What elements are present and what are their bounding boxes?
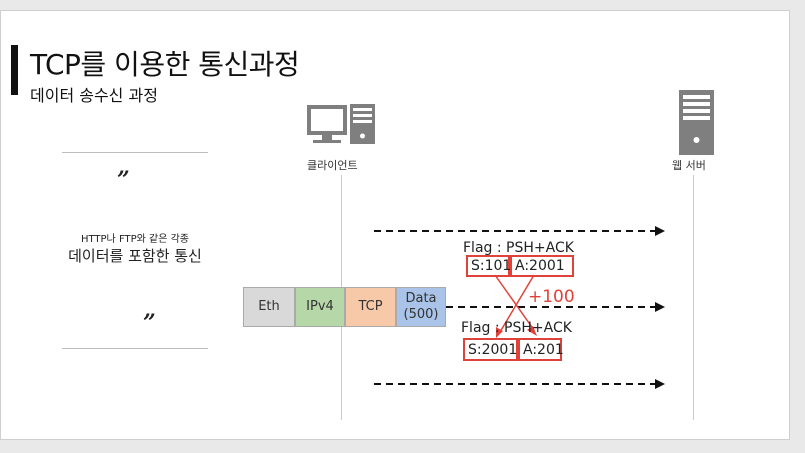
packet-data-segment: Data (500): [396, 287, 446, 327]
quote-line-1: HTTP나 FTP와 같은 각종: [80, 234, 190, 245]
ack-box-1: A:2001: [510, 255, 574, 277]
server-timeline: [693, 175, 694, 420]
packet-data-label: Data: [405, 291, 437, 306]
seq-box-1: S:101: [466, 255, 511, 277]
packet-eth-segment: Eth: [243, 287, 295, 327]
quote-line-2: 데이터를 포함한 통신: [68, 247, 202, 265]
ack-to-seq-arrow: [496, 274, 535, 338]
title-accent-bar: [11, 45, 18, 95]
request-arrow-2: [374, 302, 665, 312]
request-arrow-3: [374, 379, 665, 389]
seq-to-ack-arrow: [494, 274, 537, 336]
seq-box-2: S:2001: [463, 338, 518, 361]
slide-canvas: [0, 10, 790, 440]
flag-label-1: Flag : PSH+ACK: [463, 240, 574, 256]
server-label: 웹 서버: [672, 159, 706, 172]
packet-ipv4-segment: IPv4: [295, 287, 345, 327]
flag-label-2: Flag : PSH+ACK: [461, 320, 572, 336]
page-title: TCP를 이용한 통신과정: [30, 48, 300, 81]
packet-data-size: (500): [403, 307, 439, 322]
quote-top-divider: [62, 152, 208, 153]
increment-label: +100: [528, 287, 575, 307]
request-arrow-1: [374, 226, 665, 236]
quote-close-mark: ”: [143, 310, 156, 336]
quote-open-mark: ”: [117, 167, 130, 193]
client-label: 클라이언트: [307, 159, 358, 172]
quote-bottom-divider: [62, 348, 208, 349]
server-tower-icon: [679, 90, 714, 155]
desktop-computer-icon: [307, 104, 375, 144]
ack-box-2: A:201: [518, 338, 564, 361]
packet-tcp-segment: TCP: [345, 287, 396, 327]
page-subtitle: 데이터 송수신 과정: [30, 86, 158, 105]
